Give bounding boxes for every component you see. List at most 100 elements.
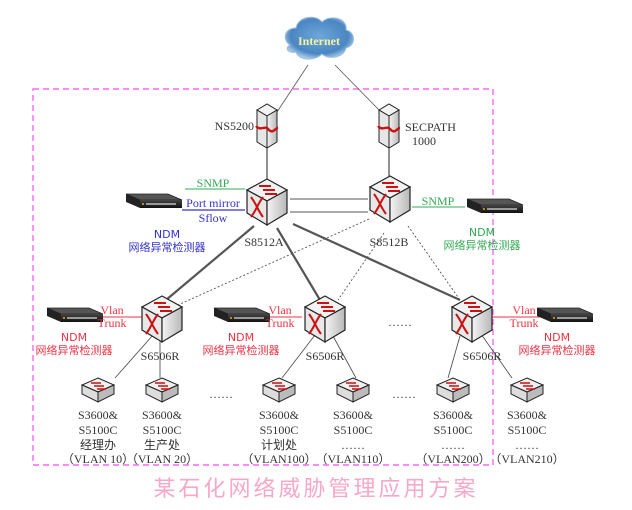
vlan-label: （VLAN100） xyxy=(241,452,316,466)
firewall-icon xyxy=(254,102,280,150)
network-boundary xyxy=(32,88,494,466)
access-switch: S3600&S5100C……（VLAN210） xyxy=(489,377,565,466)
access-switch-icon xyxy=(436,377,470,403)
s6506r-label: S6506R xyxy=(141,349,180,363)
core-switch-a: S8512A xyxy=(244,178,288,249)
department-label: …… xyxy=(341,438,365,452)
trunk-label: Trunk xyxy=(98,316,127,330)
core-ndm-right: SNMP NDM 网络异常检测器 xyxy=(422,194,524,252)
internet-cloud: Internet xyxy=(284,16,354,60)
department-label: 生产处 xyxy=(144,438,180,452)
core-switch-icon xyxy=(369,175,411,223)
department-label: …… xyxy=(515,438,539,452)
department-label: …… xyxy=(441,438,465,452)
ndm-appliance-icon xyxy=(466,198,524,214)
department-label: 计划处 xyxy=(261,438,297,452)
link-b-dist3 xyxy=(407,225,461,301)
distribution-switch-1: S6506R Vlan Trunk NDM 网络异常检测器 xyxy=(36,295,183,363)
firewall-ns5200: NS5200 xyxy=(215,102,280,150)
core-switch-icon xyxy=(246,178,288,226)
vlan-label: （VLAN210） xyxy=(489,452,564,466)
ndm-name: NDM xyxy=(154,228,180,241)
vlan-label: Vlan xyxy=(100,303,123,317)
access-switch-icon xyxy=(262,377,296,403)
model-line1: S3600& xyxy=(333,408,374,422)
model-line1: S3600& xyxy=(142,408,183,422)
ellipsis-access-1: …… xyxy=(209,387,233,401)
secpath-label-line2: 1000 xyxy=(412,134,436,148)
model-line2: S5100C xyxy=(260,423,299,437)
model-line2: S5100C xyxy=(434,423,473,437)
link-b-dist1 xyxy=(177,218,370,306)
ndm-name: NDM xyxy=(544,331,570,344)
ndm-desc: 网络异常检测器 xyxy=(519,343,596,357)
access-switch-icon xyxy=(81,377,115,403)
model-line2: S5100C xyxy=(79,423,118,437)
s8512b-label: S8512B xyxy=(370,235,409,249)
access-switch-icon xyxy=(336,377,370,403)
distribution-switch-icon xyxy=(451,295,493,343)
access-switch: S3600&S5100C……（VLAN110） xyxy=(316,377,391,466)
model-line2: S5100C xyxy=(508,423,547,437)
ndm-name: NDM xyxy=(469,226,495,239)
internet-label: Internet xyxy=(298,34,340,48)
distribution-switch-2: S6506R Vlan Trunk NDM 网络异常检测器 xyxy=(203,295,346,363)
link-internet-ns5200 xyxy=(276,64,309,113)
trunk-label: Trunk xyxy=(266,316,295,330)
cloud-icon xyxy=(284,16,354,60)
ndm-appliance-icon xyxy=(213,307,271,323)
ndm-name: NDM xyxy=(61,331,87,344)
model-line1: S3600& xyxy=(433,408,474,422)
vlan-label: （VLAN110） xyxy=(316,452,391,466)
vlan-label: Vlan xyxy=(268,303,291,317)
ndm-desc: 网络异常检测器 xyxy=(129,240,206,254)
ndm-appliance-icon xyxy=(46,307,104,323)
vlan-label: Vlan xyxy=(512,303,535,317)
model-line1: S3600& xyxy=(259,408,300,422)
ndm-name: NDM xyxy=(228,331,254,344)
model-line1: S3600& xyxy=(507,408,548,422)
link-dist1-acc1 xyxy=(114,334,154,379)
secpath-label-line1: SECPATH xyxy=(405,120,456,134)
link-dist3-acc4 xyxy=(332,335,357,379)
ndm-desc: 网络异常检测器 xyxy=(36,343,113,357)
ndm-appliance-icon xyxy=(125,193,183,209)
ndm-appliance-icon xyxy=(536,307,594,323)
ndm-desc: 网络异常检测器 xyxy=(203,343,280,357)
ellipsis-dist: …… xyxy=(388,315,412,329)
model-line1: S3600& xyxy=(78,408,119,422)
snmp-label: SNMP xyxy=(422,194,455,208)
s6506r-label: S6506R xyxy=(463,349,502,363)
access-switch-icon xyxy=(145,377,179,403)
sflow-label: Sflow xyxy=(199,211,228,225)
link-a-dist2 xyxy=(276,227,321,301)
trunk-label: Trunk xyxy=(510,316,539,330)
link-b-dist2 xyxy=(337,232,385,301)
core-switch-b: S8512B xyxy=(369,175,411,249)
distribution-switch-3: S6506R Vlan Trunk NDM 网络异常检测器 xyxy=(451,295,596,363)
vlan-label: （VLAN 10） xyxy=(62,452,134,466)
link-internet-secpath xyxy=(334,64,382,113)
ellipsis-access-2: …… xyxy=(392,387,416,401)
ndm-desc: 网络异常检测器 xyxy=(444,238,521,252)
model-line2: S5100C xyxy=(334,423,373,437)
port-mirror-label: Port mirror xyxy=(186,196,240,210)
link-a-dist3 xyxy=(292,222,461,302)
snmp-label: SNMP xyxy=(197,176,230,190)
s6506r-label: S6506R xyxy=(306,349,345,363)
model-line2: S5100C xyxy=(143,423,182,437)
link-a-dist1 xyxy=(165,225,255,301)
core-ndm-left: SNMP Port mirror Sflow NDM 网络异常检测器 xyxy=(125,176,240,254)
distribution-switch-icon xyxy=(141,295,183,343)
link-dist3-acc6 xyxy=(480,333,513,379)
access-switch: S3600&S5100C……（VLAN200） xyxy=(415,377,491,466)
links xyxy=(98,64,542,379)
vlan-label: （VLAN200） xyxy=(415,452,490,466)
s8512a-label: S8512A xyxy=(244,235,284,249)
vlan-label: （VLAN 20） xyxy=(126,452,198,466)
